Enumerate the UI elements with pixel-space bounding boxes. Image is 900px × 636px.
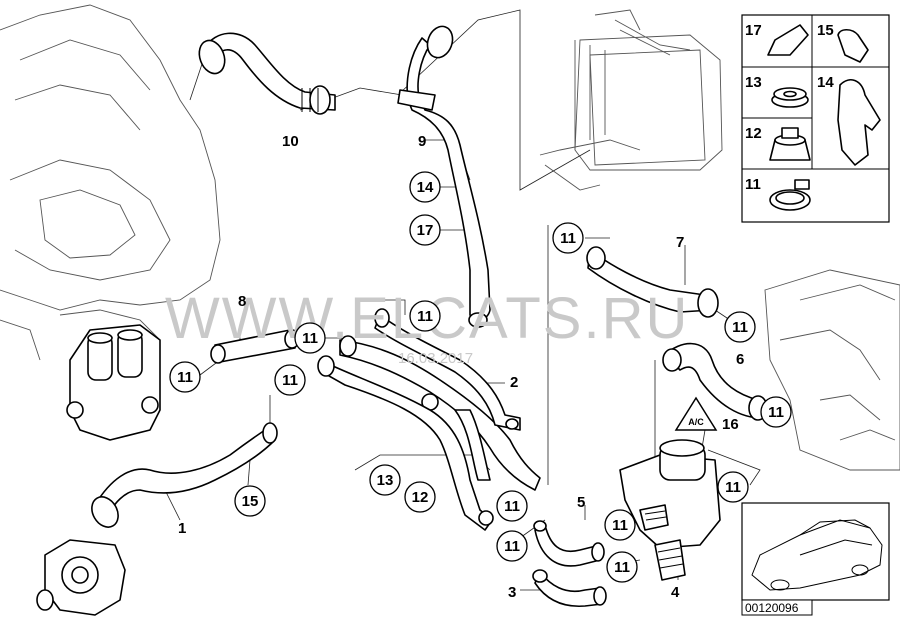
hose-7 <box>586 246 719 318</box>
callout-7: 7 <box>676 234 684 251</box>
circled-callout: 11 <box>760 396 792 428</box>
svg-text:11: 11 <box>302 330 318 347</box>
circled-callout: 13 <box>369 464 401 496</box>
hose-5 <box>533 520 605 567</box>
svg-text:15: 15 <box>242 493 259 510</box>
nut-12-icon <box>769 127 811 161</box>
clip-15-icon <box>837 28 869 63</box>
circled-callout: 11 <box>606 551 638 583</box>
svg-text:11: 11 <box>504 538 520 555</box>
water-valve-right <box>619 439 721 581</box>
circled-callout: 12 <box>404 481 436 513</box>
plain-callouts: 10 9 8 7 6 2 16 1 5 3 4 <box>178 133 744 601</box>
svg-text:11: 11 <box>725 479 741 496</box>
circled-callout: 11 <box>409 300 441 332</box>
hose-10 <box>198 32 336 115</box>
callout-4: 4 <box>671 584 680 601</box>
callout-16: 16 <box>722 416 739 433</box>
inset-label-15: 15 <box>817 22 834 39</box>
auxiliary-water-pump <box>36 539 126 616</box>
water-valve-left <box>66 324 161 441</box>
svg-text:11: 11 <box>177 369 193 386</box>
drawing-code: 00120096 <box>745 601 799 615</box>
clip-17-icon <box>767 24 809 56</box>
circled-callout: 14 <box>409 171 441 203</box>
circled-callout: 11 <box>724 311 756 343</box>
circled-callout: 11 <box>496 530 528 562</box>
circled-callout: 11 <box>169 361 201 393</box>
svg-text:11: 11 <box>612 517 628 534</box>
svg-text:11: 11 <box>504 498 520 515</box>
circled-callout: 11 <box>717 471 749 503</box>
inset-label-12: 12 <box>745 125 762 142</box>
circled-callout: 11 <box>552 222 584 254</box>
blower-housing-outline <box>764 269 900 471</box>
svg-text:11: 11 <box>560 230 576 247</box>
svg-text:12: 12 <box>412 489 429 506</box>
heater-core-outline <box>539 9 723 191</box>
circled-callout: 11 <box>604 509 636 541</box>
watermark-date: 16.03.2017 <box>398 350 473 367</box>
inset-label-13: 13 <box>745 74 762 91</box>
hose-6 <box>662 342 768 421</box>
vehicle-thumbnail: 00120096 <box>741 502 890 616</box>
svg-text:11: 11 <box>732 319 748 336</box>
hose-2 <box>339 308 541 491</box>
hose-9 <box>397 25 491 328</box>
hose-1 <box>91 422 278 528</box>
svg-text:11: 11 <box>614 559 630 576</box>
inset-label-11: 11 <box>745 176 761 193</box>
circled-callout: 17 <box>409 214 441 246</box>
warning-label-text: A/C <box>688 417 704 427</box>
circled-callout: 11 <box>294 322 326 354</box>
svg-text:11: 11 <box>768 404 784 421</box>
callout-5: 5 <box>577 494 585 511</box>
svg-text:13: 13 <box>377 472 394 489</box>
circled-callout: 11 <box>274 364 306 396</box>
inset-label-17: 17 <box>745 22 762 39</box>
hose-clamp-11-icon <box>769 179 811 211</box>
hose-15-long <box>317 355 494 531</box>
circled-callouts: 14 17 11 11 11 11 11 11 <box>169 171 792 583</box>
inset-parts-box: 17 15 13 14 12 11 <box>741 14 890 223</box>
svg-text:14: 14 <box>417 179 434 196</box>
callout-1: 1 <box>178 520 186 537</box>
callout-10: 10 <box>282 133 299 150</box>
circled-callout: 11 <box>496 490 528 522</box>
hose-3 <box>532 569 607 608</box>
holder-14-icon <box>837 79 881 166</box>
engine-block-outline <box>0 4 221 361</box>
grommet-13-icon <box>771 87 809 108</box>
svg-text:11: 11 <box>282 372 298 389</box>
callout-2: 2 <box>510 374 518 391</box>
inset-label-14: 14 <box>817 74 834 91</box>
callout-3: 3 <box>508 584 516 601</box>
svg-text:17: 17 <box>417 222 434 239</box>
svg-text:11: 11 <box>417 308 433 325</box>
callout-9: 9 <box>418 133 426 150</box>
circled-callout: 15 <box>234 485 266 517</box>
warning-label-16: A/C <box>674 396 718 431</box>
callout-8: 8 <box>238 293 246 310</box>
callout-6: 6 <box>736 351 744 368</box>
